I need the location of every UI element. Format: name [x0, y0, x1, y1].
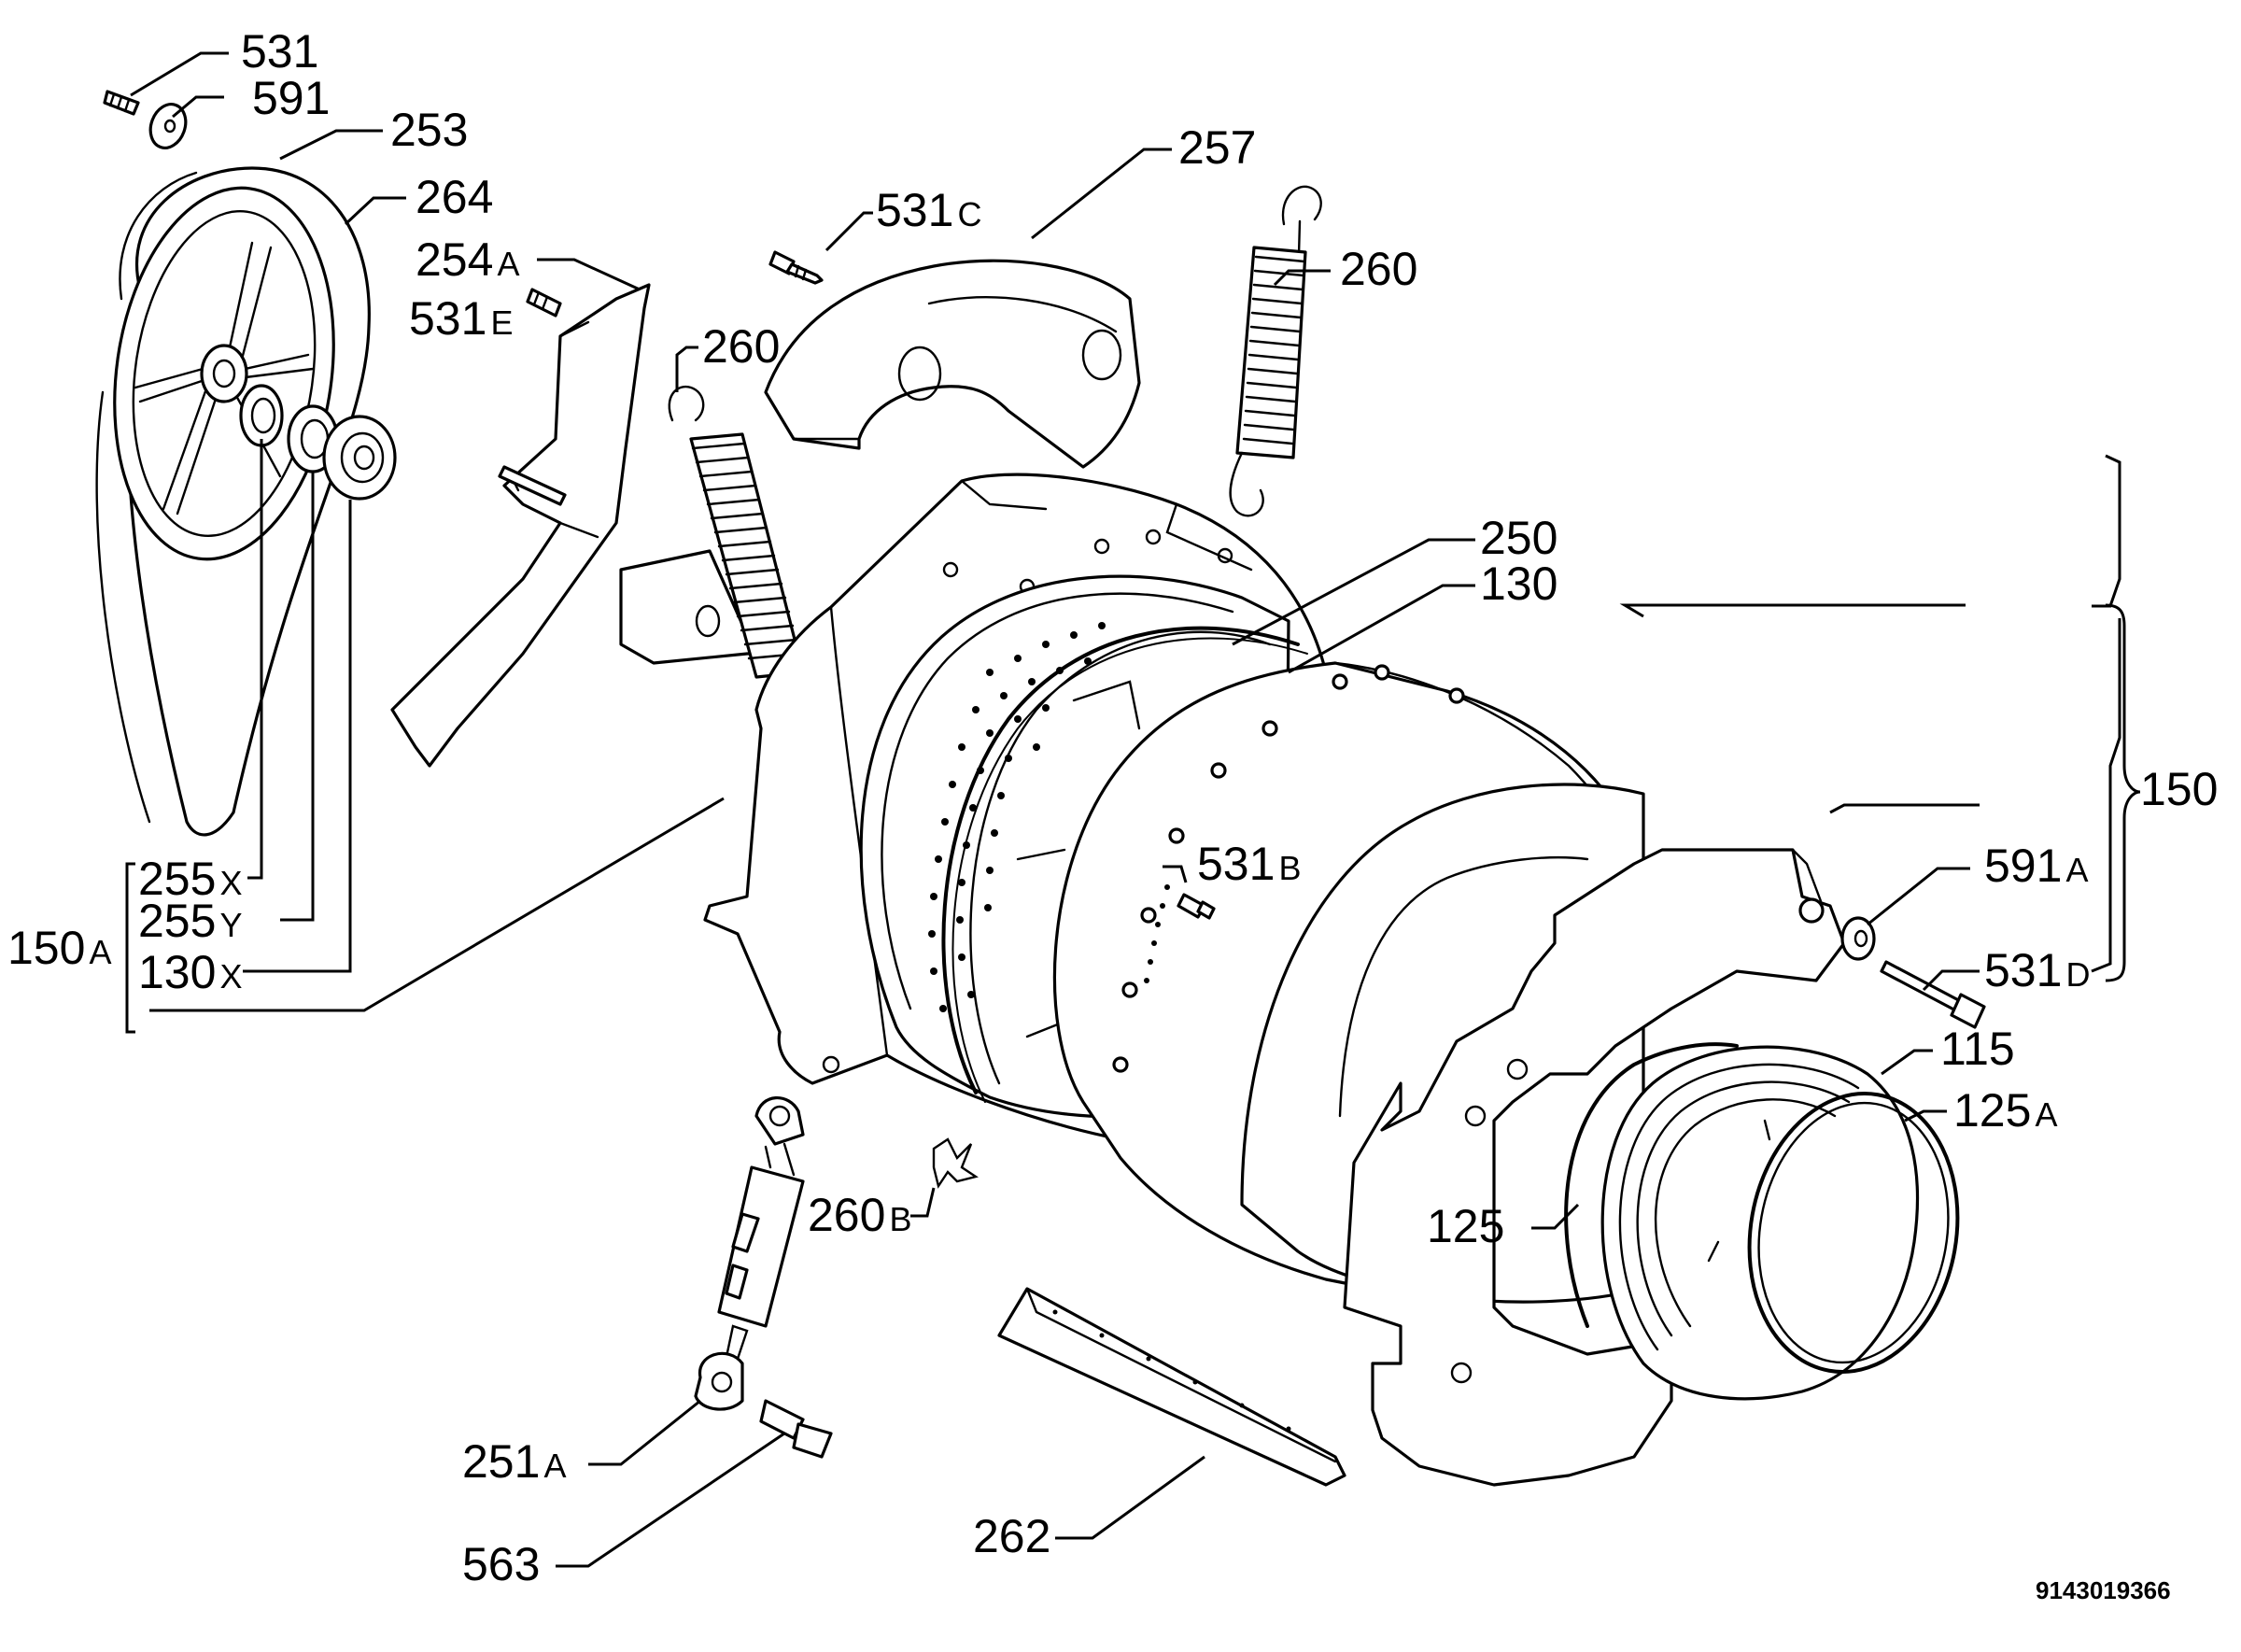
label-130: 130 — [1480, 558, 1557, 610]
screw-531e — [526, 288, 562, 318]
bearing-130x — [322, 415, 397, 501]
seal-ring-130 — [941, 626, 1308, 1103]
screw-531b — [1177, 893, 1216, 920]
front-counterweight — [1343, 848, 1846, 1487]
label-257: 257 — [1178, 121, 1256, 174]
washer-591 — [148, 103, 188, 149]
screw-531c — [768, 250, 824, 285]
label-253: 253 — [390, 104, 468, 156]
label-260-middle: 260 — [702, 320, 780, 373]
bolt-531d — [1880, 960, 1986, 1029]
pulley-253 — [95, 166, 371, 837]
clip-260b — [932, 1137, 979, 1189]
tub-front-casing — [1240, 783, 1645, 1304]
bearing-seal-255x — [239, 384, 284, 447]
washer-591a — [1840, 916, 1876, 961]
label-262: 262 — [973, 1510, 1050, 1562]
label-125: 125 — [1427, 1200, 1504, 1252]
leader-lines — [125, 51, 2121, 1568]
clamp-ring-125a — [1707, 1092, 1960, 1374]
shock-absorber-251a — [694, 1096, 805, 1411]
label-250: 250 — [1480, 512, 1557, 564]
trim-strip-262 — [997, 1287, 1346, 1487]
ring-125 — [1564, 1042, 1739, 1328]
screw-531 — [103, 90, 140, 116]
bracket-254a — [390, 283, 651, 768]
spring-260-right — [1229, 185, 1322, 517]
label-150: 150 — [2140, 763, 2218, 815]
label-115: 115 — [1940, 1023, 2015, 1075]
drum-perforations — [928, 622, 1106, 1012]
drawing-code: 9143019366 — [2036, 1576, 2171, 1604]
bolt-563 — [759, 1399, 833, 1459]
brace-150 — [2105, 603, 2141, 982]
label-591: 591 — [252, 72, 330, 124]
label-264: 264 — [416, 171, 493, 223]
label-260-top: 260 — [1340, 243, 1417, 295]
label-563: 563 — [462, 1538, 540, 1590]
label-531: 531 — [241, 25, 318, 78]
counterweight-257 — [619, 259, 1141, 665]
